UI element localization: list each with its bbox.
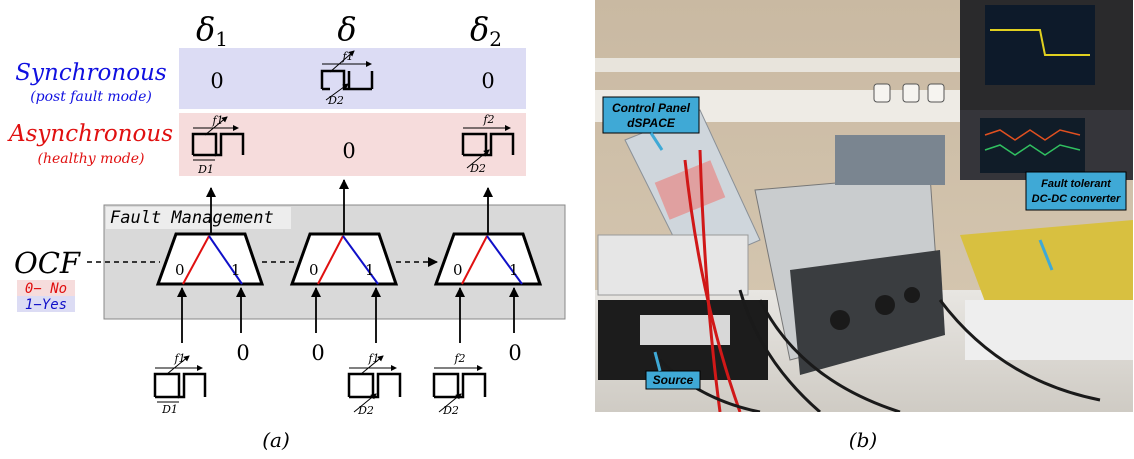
async-sublabel: (healthy mode): [37, 151, 144, 167]
col-header-delta: δ: [337, 10, 356, 48]
sync-sublabel: (post fault mode): [30, 89, 152, 105]
input-zero-3: 0: [508, 341, 521, 365]
ocf-no-label: 0− No: [25, 281, 67, 297]
sync-zero-3: 0: [481, 69, 494, 93]
async-zero-2: 0: [342, 139, 355, 163]
svg-text:Fault tolerant: Fault tolerant: [1041, 178, 1112, 190]
svg-text:f2: f2: [453, 352, 465, 365]
pwm-input-3: f2 D2: [432, 352, 487, 417]
panel-a-diagram: δ1 δ δ2 Synchronous (post fault mode) As…: [7, 10, 566, 452]
input-zero-1: 0: [236, 341, 249, 365]
pwm-input-1: f1 D1: [153, 352, 207, 416]
svg-text:f1: f1: [173, 352, 185, 365]
svg-text:dSPACE: dSPACE: [627, 116, 676, 130]
svg-text:f1: f1: [367, 352, 379, 365]
svg-text:Control Panel: Control Panel: [612, 101, 691, 115]
pwm-symbol-async-3: f2 D2: [461, 113, 515, 175]
svg-text:f2: f2: [482, 113, 494, 126]
pwm-input-2: f1 D2: [347, 352, 402, 417]
panel-b-photo: Control Panel dSPACE Fault tolerant DC-D…: [595, 0, 1133, 452]
svg-text:D2: D2: [469, 162, 486, 175]
sync-zero-1: 0: [210, 69, 223, 93]
pwm-symbol-sync: f1 D2: [320, 50, 374, 107]
label-control-panel: Control Panel dSPACE: [602, 96, 700, 151]
mux-1: 0 1: [155, 232, 265, 286]
svg-text:0: 0: [175, 261, 185, 279]
svg-text:D1: D1: [161, 403, 178, 416]
svg-text:D1: D1: [197, 163, 214, 176]
col-header-delta2: δ2: [470, 10, 502, 51]
svg-text:DC-DC converter: DC-DC converter: [1032, 193, 1121, 205]
svg-text:f1: f1: [211, 114, 223, 127]
svg-text:f1: f1: [341, 50, 353, 63]
mux-3: 0 1: [433, 232, 543, 286]
svg-text:1: 1: [365, 261, 375, 279]
caption-b: (b): [849, 428, 877, 452]
svg-text:D2: D2: [442, 404, 459, 417]
ocf-yes-label: 1−Yes: [25, 297, 67, 313]
svg-text:0: 0: [453, 261, 463, 279]
svg-text:Source: Source: [653, 373, 694, 387]
svg-text:D2: D2: [357, 404, 374, 417]
input-zero-2: 0: [311, 341, 324, 365]
ocf-label: OCF: [14, 246, 81, 280]
pwm-symbol-async-1: f1 D1: [191, 114, 245, 176]
col-header-delta1: δ1: [196, 10, 228, 51]
caption-a: (a): [262, 428, 290, 452]
sync-label: Synchronous: [15, 60, 167, 86]
svg-text:D2: D2: [327, 94, 344, 107]
svg-text:1: 1: [509, 261, 519, 279]
async-band: [179, 113, 526, 176]
sync-band: [179, 48, 526, 109]
label-source: Source: [645, 351, 701, 390]
async-label: Asynchronous: [7, 121, 173, 147]
label-converter: Fault tolerant DC-DC converter: [1025, 171, 1127, 211]
fault-management-label: Fault Management: [110, 208, 274, 228]
svg-text:1: 1: [231, 261, 241, 279]
svg-text:0: 0: [309, 261, 319, 279]
mux-2: 0 1: [289, 232, 399, 286]
